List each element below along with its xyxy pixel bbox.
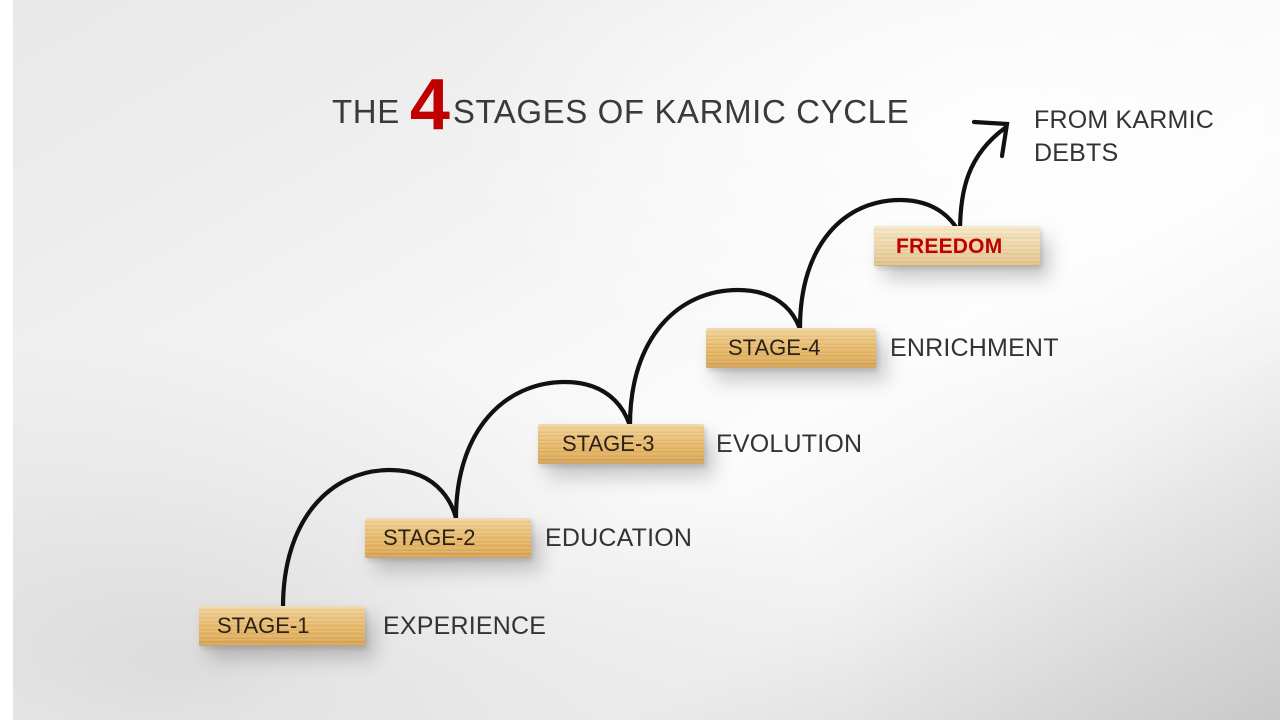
step-stage-1[interactable]: STAGE-1 EXPERIENCE <box>199 606 546 646</box>
step-stage-4[interactable]: STAGE-4 ENRICHMENT <box>706 328 1059 368</box>
title-prefix: THE <box>332 93 400 130</box>
step-description-2: EDUCATION <box>545 523 693 552</box>
slide-title: THE 4 STAGES OF KARMIC CYCLE <box>332 69 910 141</box>
step-block-label-3: STAGE-3 <box>562 431 655 456</box>
step-block-label-1: STAGE-1 <box>217 613 310 638</box>
step-block-label-4: STAGE-4 <box>728 335 821 360</box>
title-number: 4 <box>409 65 450 145</box>
step-description-4: ENRICHMENT <box>890 333 1059 362</box>
slide-left-margin <box>0 0 13 720</box>
step-block-4[interactable]: STAGE-4 <box>706 328 876 368</box>
outcome-line-2: DEBTS <box>1034 139 1119 167</box>
step-description-1: EXPERIENCE <box>383 611 547 640</box>
title-suffix: STAGES OF KARMIC CYCLE <box>452 93 910 130</box>
outcome-line-1: FROM KARMIC <box>1034 106 1214 134</box>
step-stage-2[interactable]: STAGE-2 EDUCATION <box>365 518 692 558</box>
step-freedom[interactable]: FREEDOM <box>874 226 1040 266</box>
outcome-caption: FROM KARMIC DEBTS <box>1034 104 1214 170</box>
step-stage-3[interactable]: STAGE-3 EVOLUTION <box>538 424 862 464</box>
step-block-label-2: STAGE-2 <box>383 525 476 550</box>
step-block-1[interactable]: STAGE-1 <box>199 606 365 646</box>
step-description-3: EVOLUTION <box>716 429 863 458</box>
step-block-freedom[interactable]: FREEDOM <box>874 226 1040 266</box>
step-block-label-freedom: FREEDOM <box>896 234 1003 258</box>
step-block-3[interactable]: STAGE-3 <box>538 424 704 464</box>
arrow-head-icon <box>971 119 1010 159</box>
step-block-2[interactable]: STAGE-2 <box>365 518 531 558</box>
arrow-to-outcome <box>957 125 1008 235</box>
